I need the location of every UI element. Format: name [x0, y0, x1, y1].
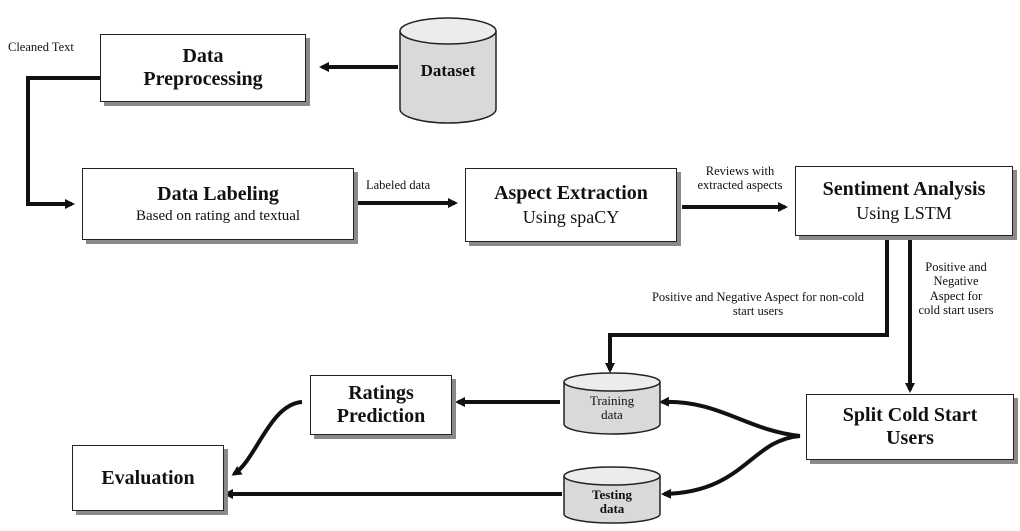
training-data-label: Training data	[589, 393, 635, 423]
data-preprocessing-label: Data Preprocessing	[143, 45, 263, 90]
split-cold-start-box[interactable]: Split Cold Start Users	[806, 394, 1014, 460]
training-data-cylinder[interactable]: Training data	[562, 372, 662, 436]
non-cold-aspect-label: Positive and Negative Aspect for non-col…	[651, 290, 865, 319]
reviews-extracted-label: Reviews with extracted aspects	[697, 164, 783, 193]
data-labeling-box[interactable]: Data Labeling Based on rating and textua…	[82, 168, 354, 240]
labeled-data-label: Labeled data	[366, 178, 431, 192]
evaluation-box[interactable]: Evaluation	[72, 445, 224, 511]
aspect-extraction-title: Aspect Extraction	[494, 182, 648, 205]
ratings-prediction-box[interactable]: Ratings Prediction	[310, 375, 452, 435]
dataset-cylinder-icon	[399, 17, 497, 124]
arrow-preprocessing-to-labeling	[26, 76, 100, 209]
evaluation-label: Evaluation	[101, 466, 195, 489]
arrow-split-to-testing	[661, 434, 801, 499]
arrow-ratings-to-evaluation	[231, 400, 303, 476]
testing-data-label: Testing data	[592, 487, 632, 517]
testing-data-cylinder[interactable]: Testing data	[562, 466, 662, 526]
data-labeling-subtitle: Based on rating and textual	[135, 207, 301, 224]
sentiment-analysis-subtitle: Using LSTM	[856, 203, 952, 224]
dataset-cylinder[interactable]: Dataset	[398, 16, 498, 126]
cleaned-text-label: Cleaned Text	[8, 40, 74, 54]
data-preprocessing-box[interactable]: Data Preprocessing	[100, 34, 306, 102]
aspect-extraction-subtitle: Using spaCY	[522, 207, 620, 228]
testing-data-cylinder-icon	[563, 466, 661, 524]
training-data-cylinder-icon	[563, 372, 661, 435]
arrow-split-to-training	[659, 396, 801, 438]
ratings-prediction-label: Ratings Prediction	[336, 382, 426, 427]
sentiment-analysis-box[interactable]: Sentiment Analysis Using LSTM	[795, 166, 1013, 236]
cold-aspect-label: Positive and Negative Aspect for cold st…	[918, 260, 994, 318]
split-cold-start-label: Split Cold Start Users	[842, 404, 978, 449]
data-labeling-title: Data Labeling	[157, 182, 279, 205]
dataset-label: Dataset	[420, 61, 476, 80]
arrow-sentiment-to-training	[605, 240, 889, 373]
sentiment-analysis-title: Sentiment Analysis	[822, 178, 986, 201]
aspect-extraction-box[interactable]: Aspect Extraction Using spaCY	[465, 168, 677, 242]
